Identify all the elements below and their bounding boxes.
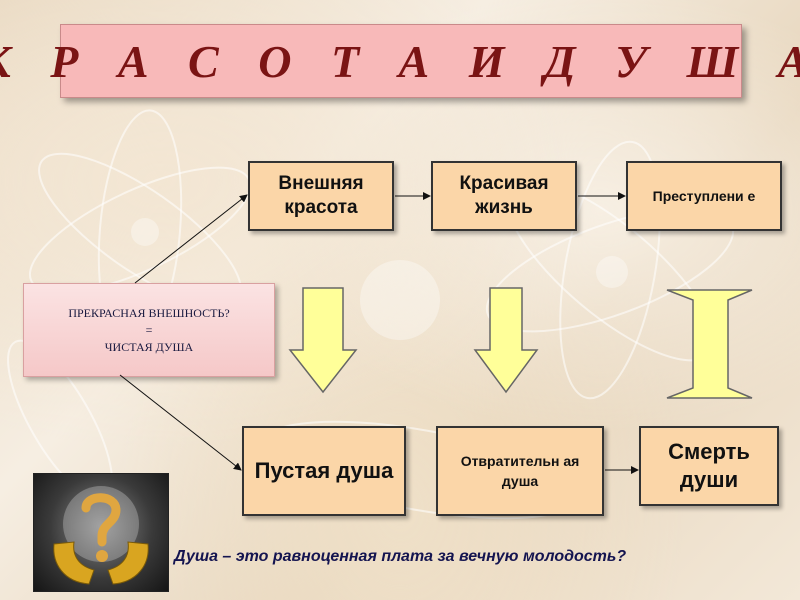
question-box: ПРЕКРАСНАЯ ВНЕШНОСТЬ? = ЧИСТАЯ ДУША [23,283,275,377]
node-death-of-soul: Смерть души [639,426,779,506]
question-line-2: = [145,322,153,337]
node-crime: Преступлени е [626,161,782,231]
node-beautiful-life: Красивая жизнь [431,161,577,231]
question-line-3: ЧИСТАЯ ДУША [104,339,194,354]
node-beautiful-life-label: Красивая жизнь [459,173,549,218]
title-banner: К Р А С О Т А И Д У Ш А [0,24,800,98]
page-title: К Р А С О Т А И Д У Ш А [0,35,800,87]
node-disgusting-soul-label: Отвратительн ая душа [460,453,580,489]
node-disgusting-soul: Отвратительн ая душа [436,426,604,516]
node-crime-label: Преступлени е [652,187,756,204]
node-outer-beauty-label: Внешняя красота [278,173,364,218]
question-mark-hands-icon [53,486,149,585]
block-arrow-vertical-right [666,289,753,399]
decorative-picture [33,473,169,592]
connector-question-to-empty-soul [119,374,242,471]
node-death-of-soul-label: Смерть души [668,439,750,492]
block-arrow-down-left [288,287,358,394]
question-line-1: ПРЕКРАСНАЯ ВНЕШНОСТЬ? [68,305,230,320]
block-arrow-down-middle [473,287,539,394]
connector-question-to-outer-beauty [134,194,248,284]
caption-question: Душа – это равноценная плата за вечную м… [174,548,627,565]
node-outer-beauty: Внешняя красота [248,161,394,231]
node-empty-soul: Пустая душа [242,426,406,516]
node-empty-soul-label: Пустая душа [254,458,394,483]
